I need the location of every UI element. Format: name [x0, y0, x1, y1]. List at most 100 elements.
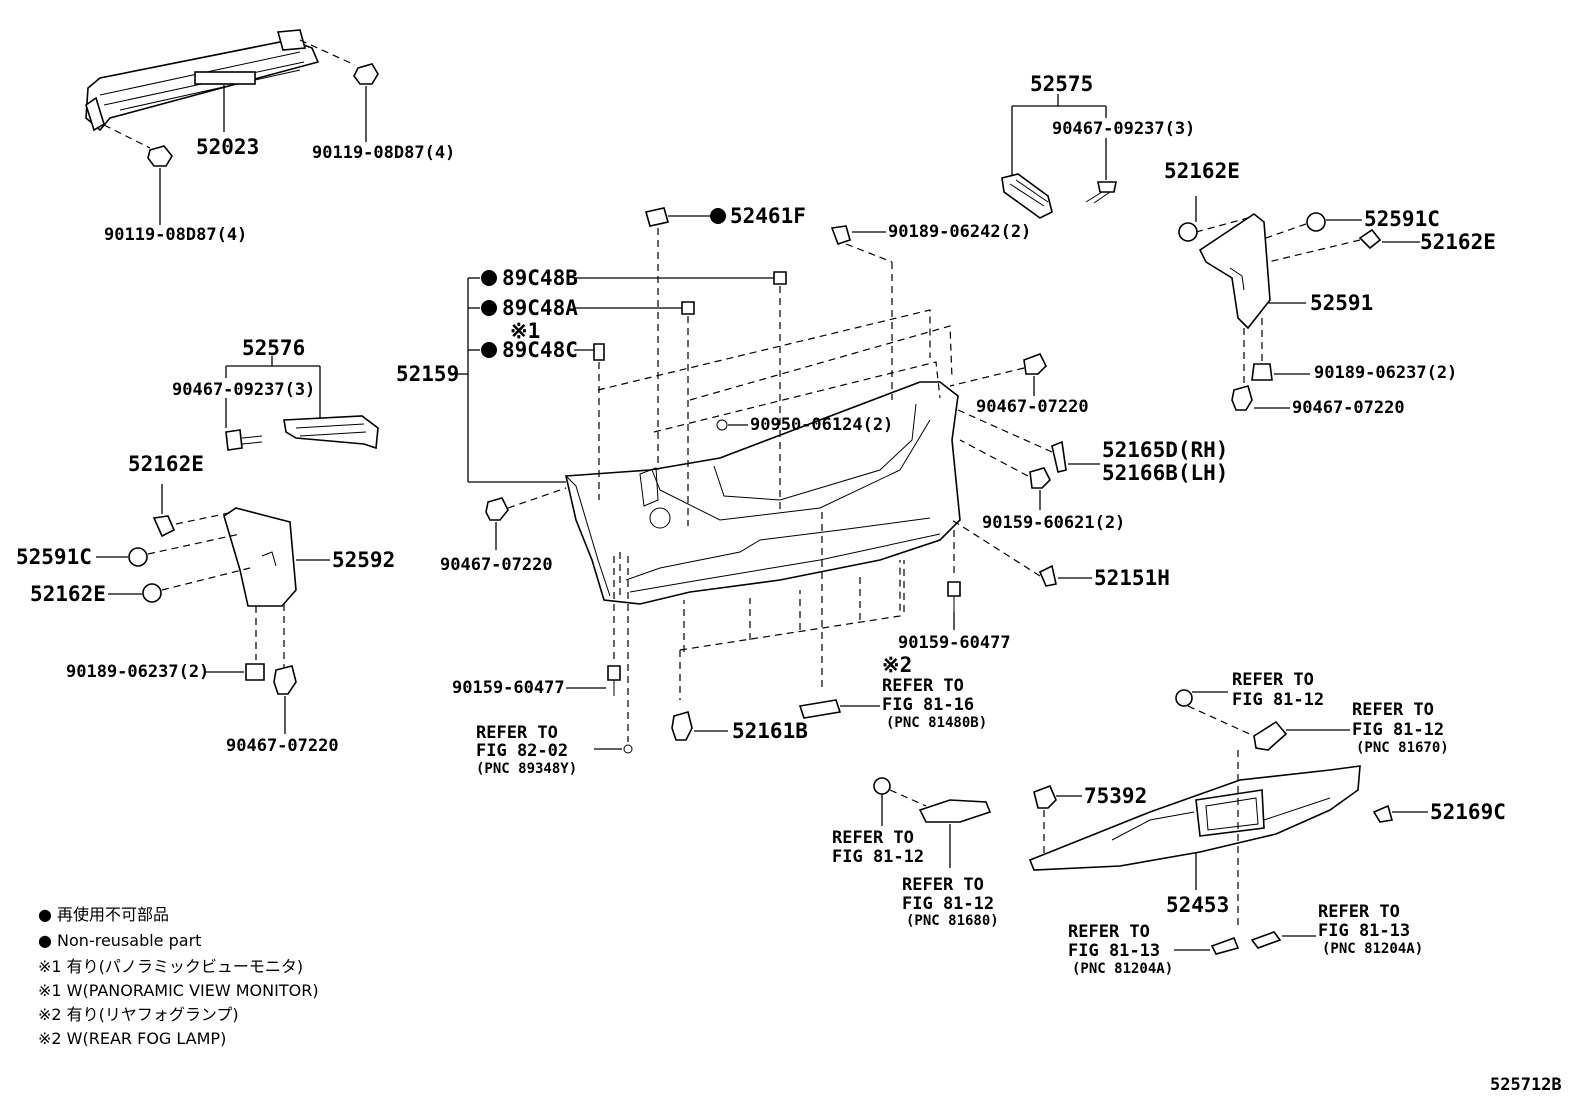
legend: ● 再使用不可部品 ● Non-reusable part ※1 有り(パノラミ… [38, 905, 319, 1048]
clip-52162E-right-lower [1358, 228, 1382, 250]
bumper-cover-52159-drawing [565, 381, 961, 605]
label-52165D: 52165D(RH) [1102, 438, 1228, 462]
ref-81204-left-line2: FIG 81-13 [1068, 941, 1160, 961]
retainer-52575-drawing [1001, 173, 1053, 219]
label-90467-09237-left: 90467-09237(3) [172, 380, 315, 400]
label-52461F: 52461F [730, 204, 806, 228]
legend-line-5: ※2 有り(リヤフォグランプ) [38, 1005, 239, 1024]
label-52161B: 52161B [732, 719, 808, 743]
ref-82-02-line1: REFER TO [476, 723, 558, 743]
label-90119-left: 90119-08D87(4) [104, 225, 247, 245]
ref-81-16-line2: FIG 81-16 [882, 695, 974, 715]
reinforcement-52023-drawing [85, 29, 320, 132]
clip-52162E-right-upper [1178, 222, 1198, 242]
ref-81-12-left-line2: FIG 81-12 [832, 847, 924, 867]
ref-81204-right-line2: FIG 81-13 [1318, 921, 1410, 941]
mudguard-52591-drawing [1198, 213, 1271, 330]
sensor-89C48B [773, 271, 787, 285]
nut-52591C-left [128, 547, 148, 567]
ref-81680-line2: FIG 81-12 [902, 894, 994, 914]
ref-81204-left-line1: REFER TO [1068, 922, 1150, 942]
label-90467-07220-center-right: 90467-07220 [976, 397, 1089, 417]
clip-75392 [1033, 784, 1057, 809]
label-90159-60477-right: 90159-60477 [898, 633, 1011, 653]
label-52023: 52023 [196, 135, 259, 159]
screw-90467-09237-right [1085, 181, 1117, 204]
label-89C48C: 89C48C [502, 338, 578, 362]
clip-52162E-left-lower [142, 583, 162, 603]
sensor-89C48C [593, 343, 605, 361]
label-90467-09237-right: 90467-09237(3) [1052, 119, 1195, 139]
label-90467-07220-left: 90467-07220 [226, 736, 339, 756]
label-90950-06124: 90950-06124(2) [750, 415, 893, 435]
clip-90189-06242 [830, 225, 851, 246]
label-89C48B: 89C48B [502, 266, 578, 290]
note1-mark: ※1 [510, 319, 540, 343]
retainer-52576-drawing [283, 415, 379, 450]
label-52162E-left-lower: 52162E [30, 582, 106, 606]
ref-81204-right-line3: (PNC 81204A) [1322, 941, 1423, 957]
mudguard-52592-drawing [223, 507, 297, 607]
label-52592: 52592 [332, 548, 395, 572]
label-90119-top: 90119-08D87(4) [312, 143, 455, 163]
label-75392: 75392 [1084, 784, 1147, 808]
ref-81-16-line3: (PNC 81480B) [886, 715, 987, 731]
bolt-90119-left [147, 145, 173, 167]
clip-90467-07220-right [1231, 385, 1253, 411]
label-90467-07220-center: 90467-07220 [440, 555, 553, 575]
nut-52591C-right [1306, 212, 1326, 232]
bolt-90119-top [353, 63, 379, 85]
ref-81670-line2: FIG 81-12 [1352, 720, 1444, 740]
bolt-90159-60477-left [607, 665, 621, 696]
label-90189-06237-left: 90189-06237(2) [66, 662, 209, 682]
sensor-89C48A [681, 301, 695, 315]
label-52591C-right: 52591C [1364, 207, 1440, 231]
label-52575: 52575 [1030, 72, 1093, 96]
clip-52161B [671, 711, 693, 741]
clip-90189-06237-left [245, 663, 265, 681]
ref-81204-right-line1: REFER TO [1318, 902, 1400, 922]
legend-line-4: ※1 W(PANORAMIC VIEW MONITOR) [38, 981, 319, 1000]
label-52159: 52159 [396, 362, 459, 386]
label-52591: 52591 [1310, 291, 1373, 315]
reflector-socket-81680 [918, 799, 992, 823]
clip-90467-07220-center-right [1023, 352, 1047, 375]
pad-52461F [644, 207, 670, 227]
drawing-number: 525712B [1490, 1075, 1562, 1095]
label-52162E-left-upper: 52162E [128, 452, 204, 476]
clip-90189-06237-right [1251, 363, 1273, 381]
ref-81680-line1: REFER TO [902, 875, 984, 895]
clip-90467-07220-center [485, 497, 509, 521]
legend-line-6: ※2 W(REAR FOG LAMP) [38, 1029, 226, 1048]
note2-mark: ※2 [882, 653, 912, 677]
bolt-90159-60477-right [947, 581, 961, 612]
label-52169C: 52169C [1430, 800, 1506, 824]
label-90467-07220-right: 90467-07220 [1292, 398, 1405, 418]
label-52162E-right-lower: 52162E [1420, 230, 1496, 254]
legend-line-2: ● Non-reusable part [38, 931, 201, 950]
legend-line-1: ● 再使用不可部品 [38, 905, 169, 924]
label-52151H: 52151H [1094, 566, 1170, 590]
ref-81680-line3: (PNC 81680) [906, 913, 999, 929]
screw-90467-09237-left [225, 429, 263, 451]
ref-82-02-line2: FIG 82-02 [476, 741, 568, 761]
ref-81204-left-line3: (PNC 81204A) [1072, 961, 1173, 977]
label-52591C-left: 52591C [16, 545, 92, 569]
label-89C48A: 89C48A [502, 296, 578, 320]
ref-81670-line1: REFER TO [1352, 700, 1434, 720]
label-90189-06242: 90189-06242(2) [888, 222, 1031, 242]
lower-cover-52453-drawing [1028, 765, 1361, 871]
clip-90467-07220-left [273, 665, 297, 695]
ref-81-12-left-line1: REFER TO [832, 828, 914, 848]
label-52576: 52576 [242, 336, 305, 360]
label-90159-60621: 90159-60621(2) [982, 513, 1125, 533]
ref-81-12-top-line1: REFER TO [1232, 670, 1314, 690]
label-90189-06237-right: 90189-06237(2) [1314, 363, 1457, 383]
ref-81-16-line1: REFER TO [882, 676, 964, 696]
reflector-socket-81670 [1253, 720, 1288, 751]
fog-lamp-socket [798, 699, 842, 719]
label-90159-60477-left: 90159-60477 [452, 678, 565, 698]
label-52166B: 52166B(LH) [1102, 461, 1228, 485]
label-52453: 52453 [1166, 893, 1229, 917]
